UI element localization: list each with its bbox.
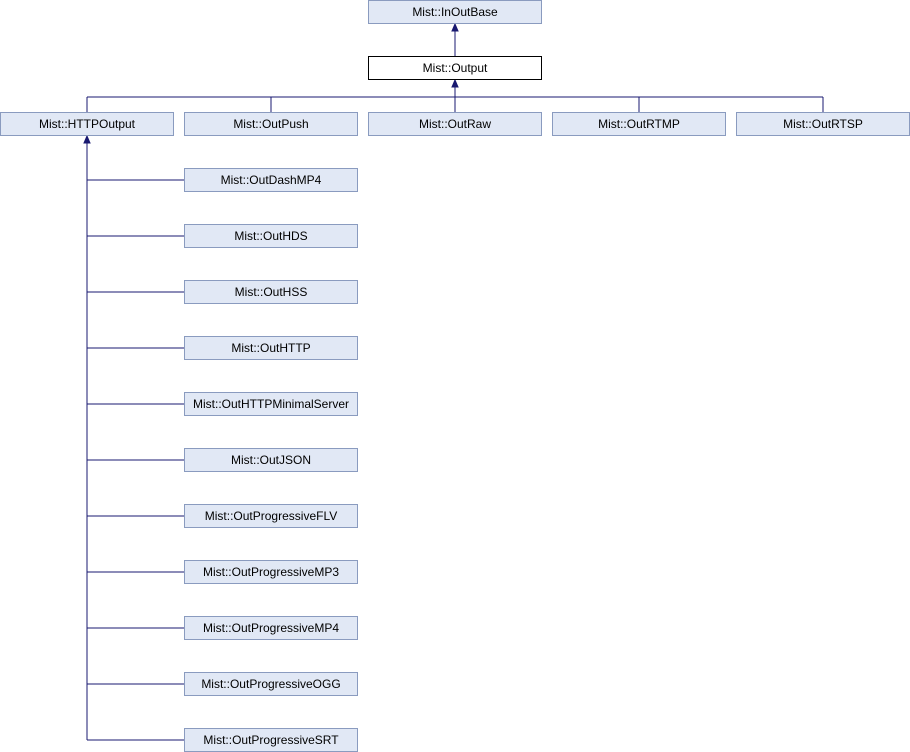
- node-outpush[interactable]: Mist::OutPush: [184, 112, 358, 136]
- node-outhss[interactable]: Mist::OutHSS: [184, 280, 358, 304]
- node-outdashmp4[interactable]: Mist::OutDashMP4: [184, 168, 358, 192]
- node-label-outraw: Mist::OutRaw: [419, 117, 491, 131]
- arrowhead-output: [451, 78, 459, 88]
- node-outprogressiveflv[interactable]: Mist::OutProgressiveFLV: [184, 504, 358, 528]
- node-inoutbase[interactable]: Mist::InOutBase: [368, 0, 542, 24]
- node-outprogressiveogg[interactable]: Mist::OutProgressiveOGG: [184, 672, 358, 696]
- node-label-outhds: Mist::OutHDS: [234, 229, 307, 243]
- node-httpoutput[interactable]: Mist::HTTPOutput: [0, 112, 174, 136]
- node-label-outdashmp4: Mist::OutDashMP4: [221, 173, 322, 187]
- arrowhead-httpoutput: [83, 134, 91, 144]
- node-outrtsp[interactable]: Mist::OutRTSP: [736, 112, 910, 136]
- node-label-outprogressivemp3: Mist::OutProgressiveMP3: [203, 565, 339, 579]
- node-outprogressivemp4[interactable]: Mist::OutProgressiveMP4: [184, 616, 358, 640]
- node-outprogressivemp3[interactable]: Mist::OutProgressiveMP3: [184, 560, 358, 584]
- node-label-outprogressiveogg: Mist::OutProgressiveOGG: [201, 677, 340, 691]
- node-label-outhss: Mist::OutHSS: [235, 285, 308, 299]
- node-label-outprogressivesrt: Mist::OutProgressiveSRT: [203, 733, 339, 747]
- node-label-outrtmp: Mist::OutRTMP: [598, 117, 680, 131]
- node-outhds[interactable]: Mist::OutHDS: [184, 224, 358, 248]
- node-label-outrtsp: Mist::OutRTSP: [783, 117, 863, 131]
- node-label-inoutbase: Mist::InOutBase: [412, 5, 498, 19]
- node-label-outjson: Mist::OutJSON: [231, 453, 311, 467]
- node-label-output: Mist::Output: [423, 61, 488, 75]
- node-label-outprogressivemp4: Mist::OutProgressiveMP4: [203, 621, 339, 635]
- node-outrtmp[interactable]: Mist::OutRTMP: [552, 112, 726, 136]
- node-outjson[interactable]: Mist::OutJSON: [184, 448, 358, 472]
- arrowhead-inoutbase: [451, 22, 459, 32]
- node-label-httpoutput: Mist::HTTPOutput: [39, 117, 136, 131]
- node-label-outpush: Mist::OutPush: [233, 117, 308, 131]
- node-label-outprogressiveflv: Mist::OutProgressiveFLV: [205, 509, 337, 523]
- edges: [83, 22, 824, 741]
- node-label-outhttp: Mist::OutHTTP: [231, 341, 310, 355]
- node-outhttpminimalserver[interactable]: Mist::OutHTTPMinimalServer: [184, 392, 358, 416]
- node-output: Mist::Output: [368, 56, 542, 80]
- node-outraw[interactable]: Mist::OutRaw: [368, 112, 542, 136]
- node-outhttp[interactable]: Mist::OutHTTP: [184, 336, 358, 360]
- node-outprogressivesrt[interactable]: Mist::OutProgressiveSRT: [184, 728, 358, 752]
- node-label-outhttpminimalserver: Mist::OutHTTPMinimalServer: [193, 397, 349, 411]
